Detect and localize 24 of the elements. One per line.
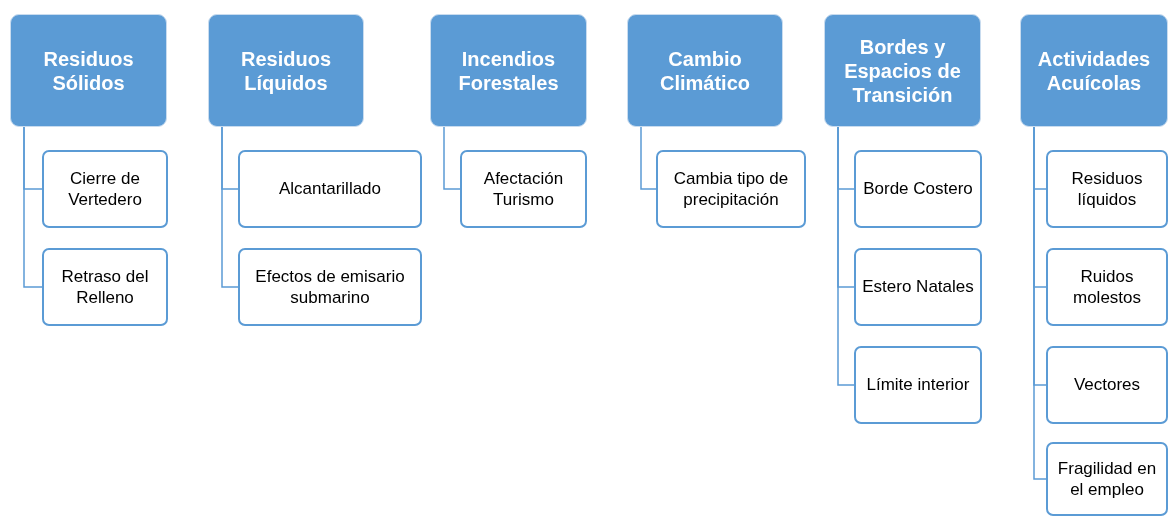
item-box: Afectación Turismo (460, 150, 587, 228)
connector-line (443, 126, 461, 190)
item-box: Fragilidad en el empleo (1046, 442, 1168, 516)
category-box: Residuos Líquidos (208, 14, 364, 127)
connector-line (837, 126, 855, 386)
item-box: Vectores (1046, 346, 1168, 424)
item-box: Estero Natales (854, 248, 982, 326)
item-box: Efectos de emisario submarino (238, 248, 422, 326)
item-box: Límite interior (854, 346, 982, 424)
connector-line (23, 126, 43, 288)
category-box: Incendios Forestales (430, 14, 587, 127)
category-box: Cambio Climático (627, 14, 783, 127)
item-box: Cambia tipo de precipitación (656, 150, 806, 228)
connector-line (640, 126, 657, 190)
connector-line (221, 126, 239, 288)
category-box: Residuos Sólidos (10, 14, 167, 127)
item-box: Retraso del Relleno (42, 248, 168, 326)
item-box: Residuos líquidos (1046, 150, 1168, 228)
item-box: Ruidos molestos (1046, 248, 1168, 326)
category-box: Actividades Acuícolas (1020, 14, 1168, 127)
item-box: Alcantarillado (238, 150, 422, 228)
item-box: Borde Costero (854, 150, 982, 228)
item-box: Cierre de Vertedero (42, 150, 168, 228)
category-box: Bordes y Espacios de Transición (824, 14, 981, 127)
